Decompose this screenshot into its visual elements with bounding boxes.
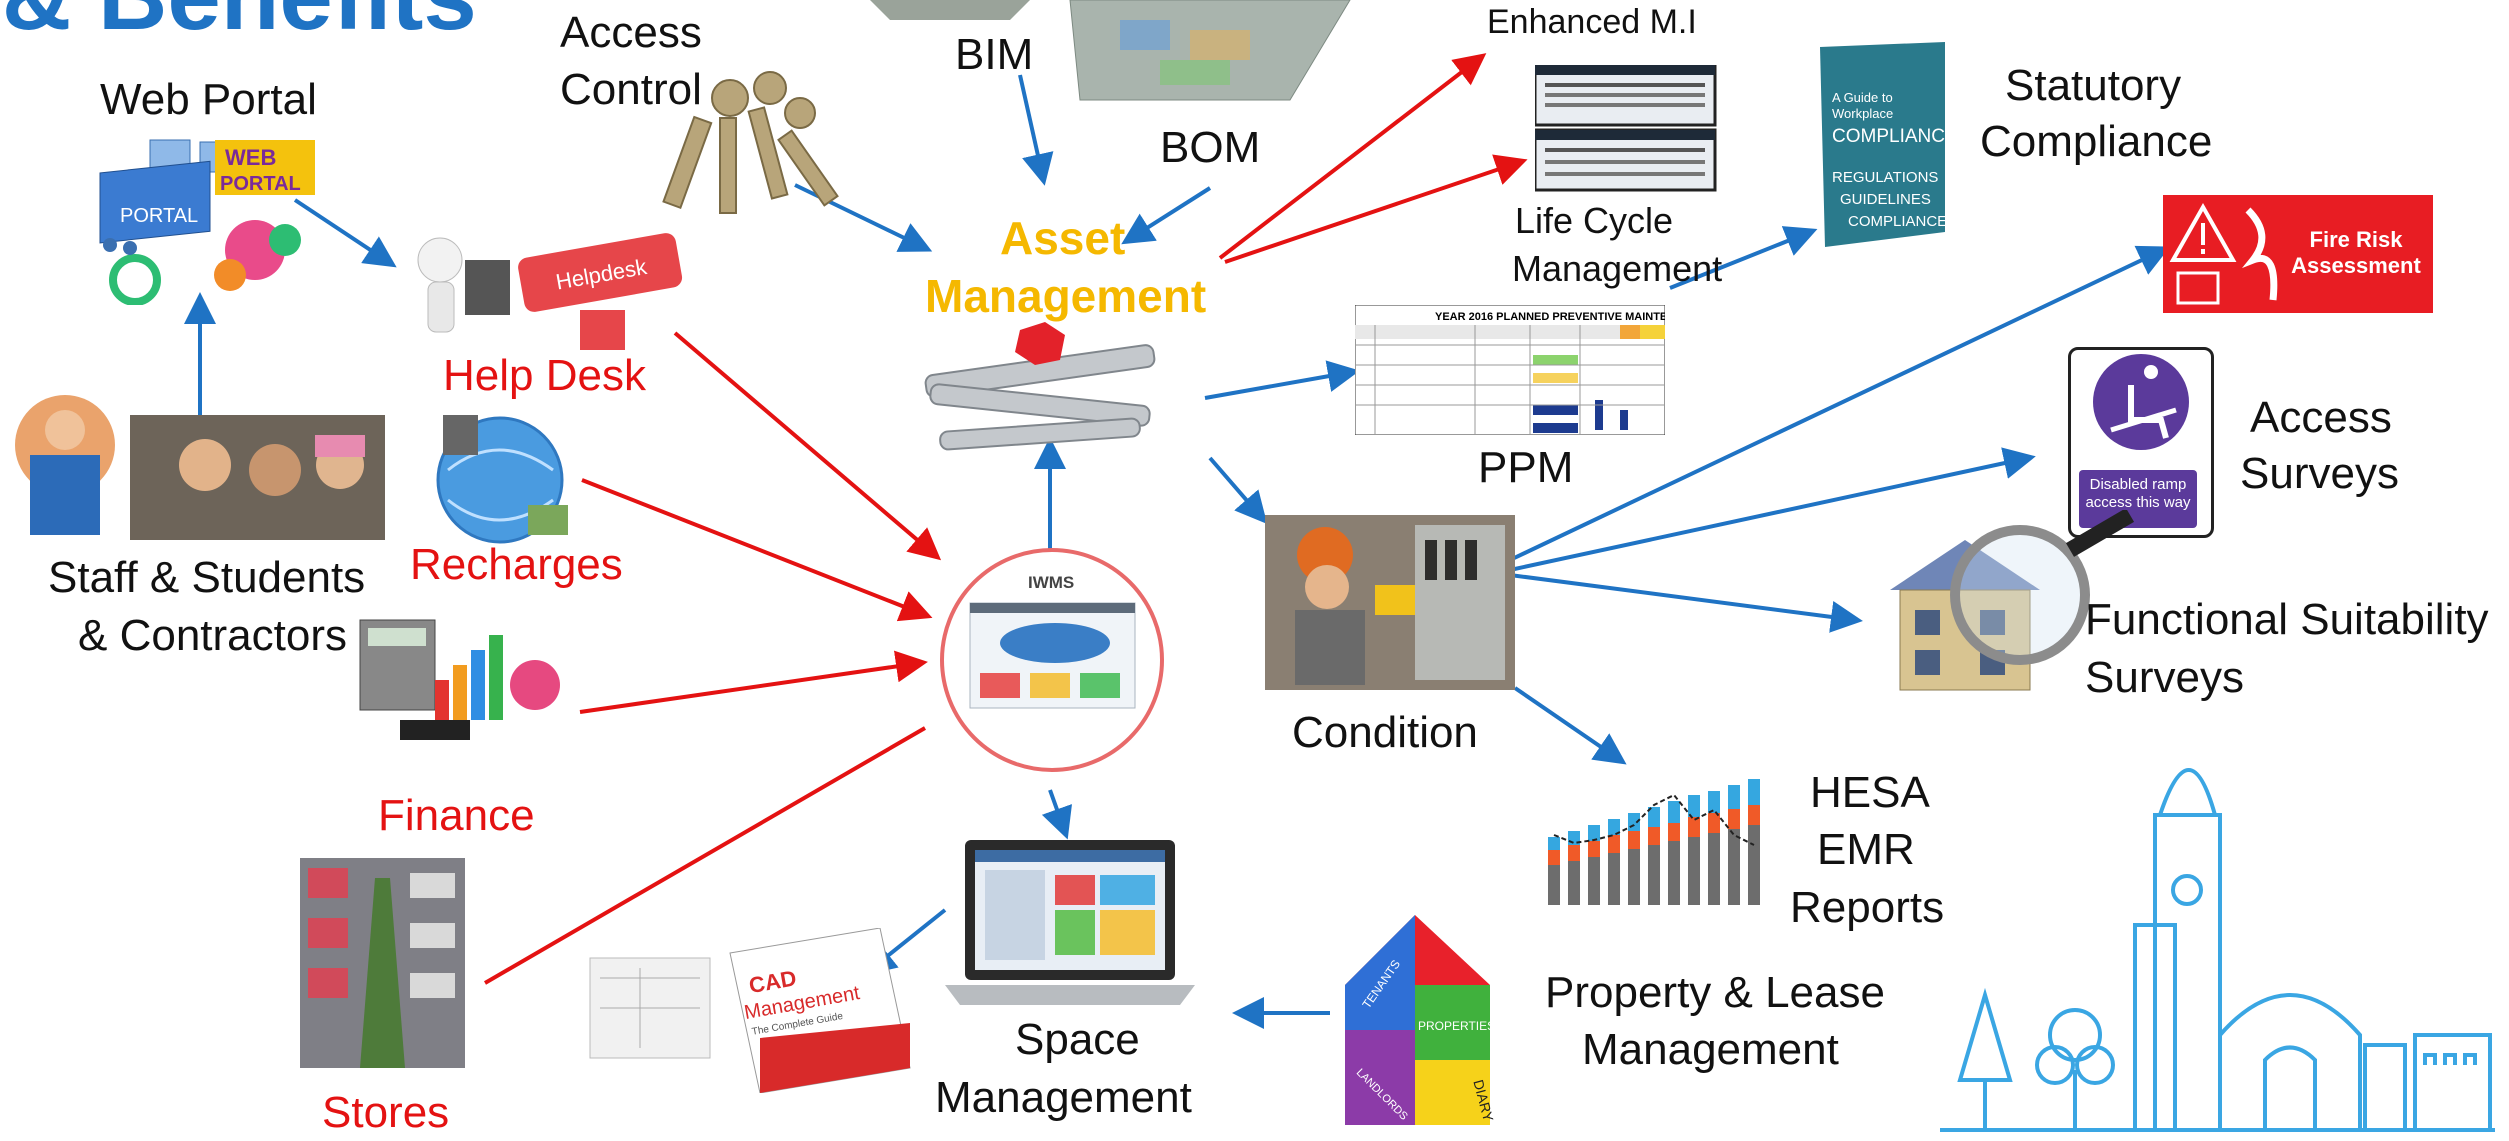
svg-text:WEB: WEB xyxy=(225,145,276,170)
wheelchair-icon xyxy=(2093,354,2189,450)
ramp-sign-text-1: Disabled ramp xyxy=(2089,476,2187,493)
svg-text:IWMS: IWMS xyxy=(1028,573,1074,592)
arrow-bim-asset xyxy=(1018,74,1054,186)
svg-text:PROPERTIES: PROPERTIES xyxy=(1418,1019,1495,1033)
arrow-asset-enhanced-mi xyxy=(1218,53,1487,260)
keys-illustration xyxy=(662,71,839,214)
page-title: & Benefits xyxy=(2,0,477,52)
arrow-ppm-statutory xyxy=(1669,226,1818,290)
svg-text:A Guide to: A Guide to xyxy=(1832,90,1893,105)
arrow-condition-access-surveys xyxy=(1509,447,2036,572)
bim-label: BIM xyxy=(955,30,1034,79)
arrow-webportal-helpdesk xyxy=(293,198,397,268)
arrow-helpdesk-iwms xyxy=(673,331,942,561)
asset-label-1: Asset xyxy=(1000,212,1126,264)
arrow-finance-iwms xyxy=(579,650,928,714)
svg-text:PORTAL: PORTAL xyxy=(220,173,301,195)
staff-students-photo xyxy=(15,395,385,540)
hesa-chart-image xyxy=(1528,765,1778,920)
ppm-label: PPM xyxy=(1478,443,1574,492)
enhanced-mi-screenshots xyxy=(1535,65,1717,192)
help-desk-label: Help Desk xyxy=(443,351,646,400)
svg-text:YEAR 2016 PLANNED PREVENTIVE M: YEAR 2016 PLANNED PREVENTIVE MAINTENANC xyxy=(1435,311,1665,323)
hesa-label-2: EMR xyxy=(1817,825,1915,874)
disabled-ramp-sign: Disabled ramp access this way xyxy=(2068,347,2214,538)
hesa-label-1: HESA xyxy=(1810,768,1930,817)
space-label-1: Space xyxy=(1015,1015,1140,1064)
access-control-label-1: Access xyxy=(560,8,702,57)
access-surveys-label-2: Surveys xyxy=(2240,449,2399,498)
bom-label: BOM xyxy=(1160,123,1261,172)
svg-text:REGULATIONS: REGULATIONS xyxy=(1832,169,1938,186)
hesa-label-3: Reports xyxy=(1790,883,1945,932)
finance-illustration xyxy=(359,619,560,740)
ramp-sign-text-2: access this way xyxy=(2085,494,2191,511)
arrow-asset-ppm xyxy=(1204,360,1360,400)
statutory-label-2: Compliance xyxy=(1980,117,2213,166)
recharges-label: Recharges xyxy=(410,540,623,589)
functional-label-1: Functional Suitability xyxy=(2085,595,2489,644)
tools-illustration xyxy=(924,322,1156,451)
condition-photo xyxy=(1265,515,1515,690)
fire-risk-text-2: Assessment xyxy=(2291,253,2421,278)
arrow-asset-lifecycle xyxy=(1224,154,1528,264)
property-label-2: Management xyxy=(1582,1025,1839,1074)
arrow-stores-iwms xyxy=(483,726,927,985)
arrow-condition-functional xyxy=(1509,573,1863,633)
fire-warning-icon xyxy=(2169,202,2278,305)
svg-text:GUIDELINES: GUIDELINES xyxy=(1840,191,1931,208)
web-portal-illustration: PORTAL WEB PORTAL xyxy=(99,139,315,305)
helpdesk-illustration: Helpdesk xyxy=(417,233,683,350)
statutory-label-1: Statutory xyxy=(2005,61,2182,110)
arrow-asset-condition xyxy=(1208,456,1268,525)
asset-label-2: Management xyxy=(925,270,1207,322)
svg-text:PORTAL: PORTAL xyxy=(120,205,198,227)
arrow-condition-hesa xyxy=(1513,686,1627,765)
finance-label: Finance xyxy=(378,791,535,840)
fire-risk-text-1: Fire Risk xyxy=(2309,227,2403,252)
arrow-recharges-iwms xyxy=(581,478,933,622)
iwms-hub: IWMS xyxy=(940,548,1164,772)
ramp-sign-panel: Disabled ramp access this way xyxy=(2079,470,2197,528)
life-cycle-label-2: Management xyxy=(1512,248,1723,289)
life-cycle-label-1: Life Cycle xyxy=(1515,200,1674,241)
enhanced-mi-label: Enhanced M.I xyxy=(1487,3,1697,41)
space-label-2: Management xyxy=(935,1073,1192,1122)
access-control-label-2: Control xyxy=(560,65,702,114)
bim-building-model xyxy=(870,0,1351,101)
svg-text:COMPLIANCE: COMPLIANCE xyxy=(1848,213,1947,230)
compliance-book-cover: A Guide to Workplace COMPLIANCE REGULATI… xyxy=(1820,42,1955,247)
svg-text:COMPLIANCE: COMPLIANCE xyxy=(1832,126,1955,147)
access-surveys-label-1: Access xyxy=(2250,393,2392,442)
condition-label: Condition xyxy=(1292,708,1478,757)
cad-drawings-illustration: CAD Management The Complete Guide xyxy=(589,928,911,1093)
arrow-bom-asset xyxy=(1121,186,1212,245)
house-magnifier-illustration xyxy=(1890,510,2135,691)
staff-label-1: Staff & Students xyxy=(48,553,366,602)
fire-risk-sign: Fire Risk Assessment xyxy=(2163,195,2433,313)
staff-label-2: & Contractors xyxy=(78,611,347,660)
arrow-iwms-space xyxy=(1041,789,1072,840)
svg-text:Workplace: Workplace xyxy=(1832,106,1893,121)
web-portal-label: Web Portal xyxy=(100,75,317,124)
stores-warehouse-photo xyxy=(300,858,465,1068)
recharges-globe-illustration xyxy=(436,415,568,544)
stores-label: Stores xyxy=(322,1088,450,1137)
functional-label-2: Surveys xyxy=(2085,653,2244,702)
property-puzzle-house: TENANTS PROPERTIES LANDLORDS DIARY xyxy=(1345,915,1497,1125)
ppm-schedule-table: YEAR 2016 PLANNED PREVENTIVE MAINTENANC xyxy=(1355,305,1665,435)
space-laptop xyxy=(945,840,1195,1005)
skyline-line-art xyxy=(1940,768,2495,1132)
arrow-condition-fire xyxy=(1509,245,2171,562)
property-label-1: Property & Lease xyxy=(1545,968,1885,1017)
